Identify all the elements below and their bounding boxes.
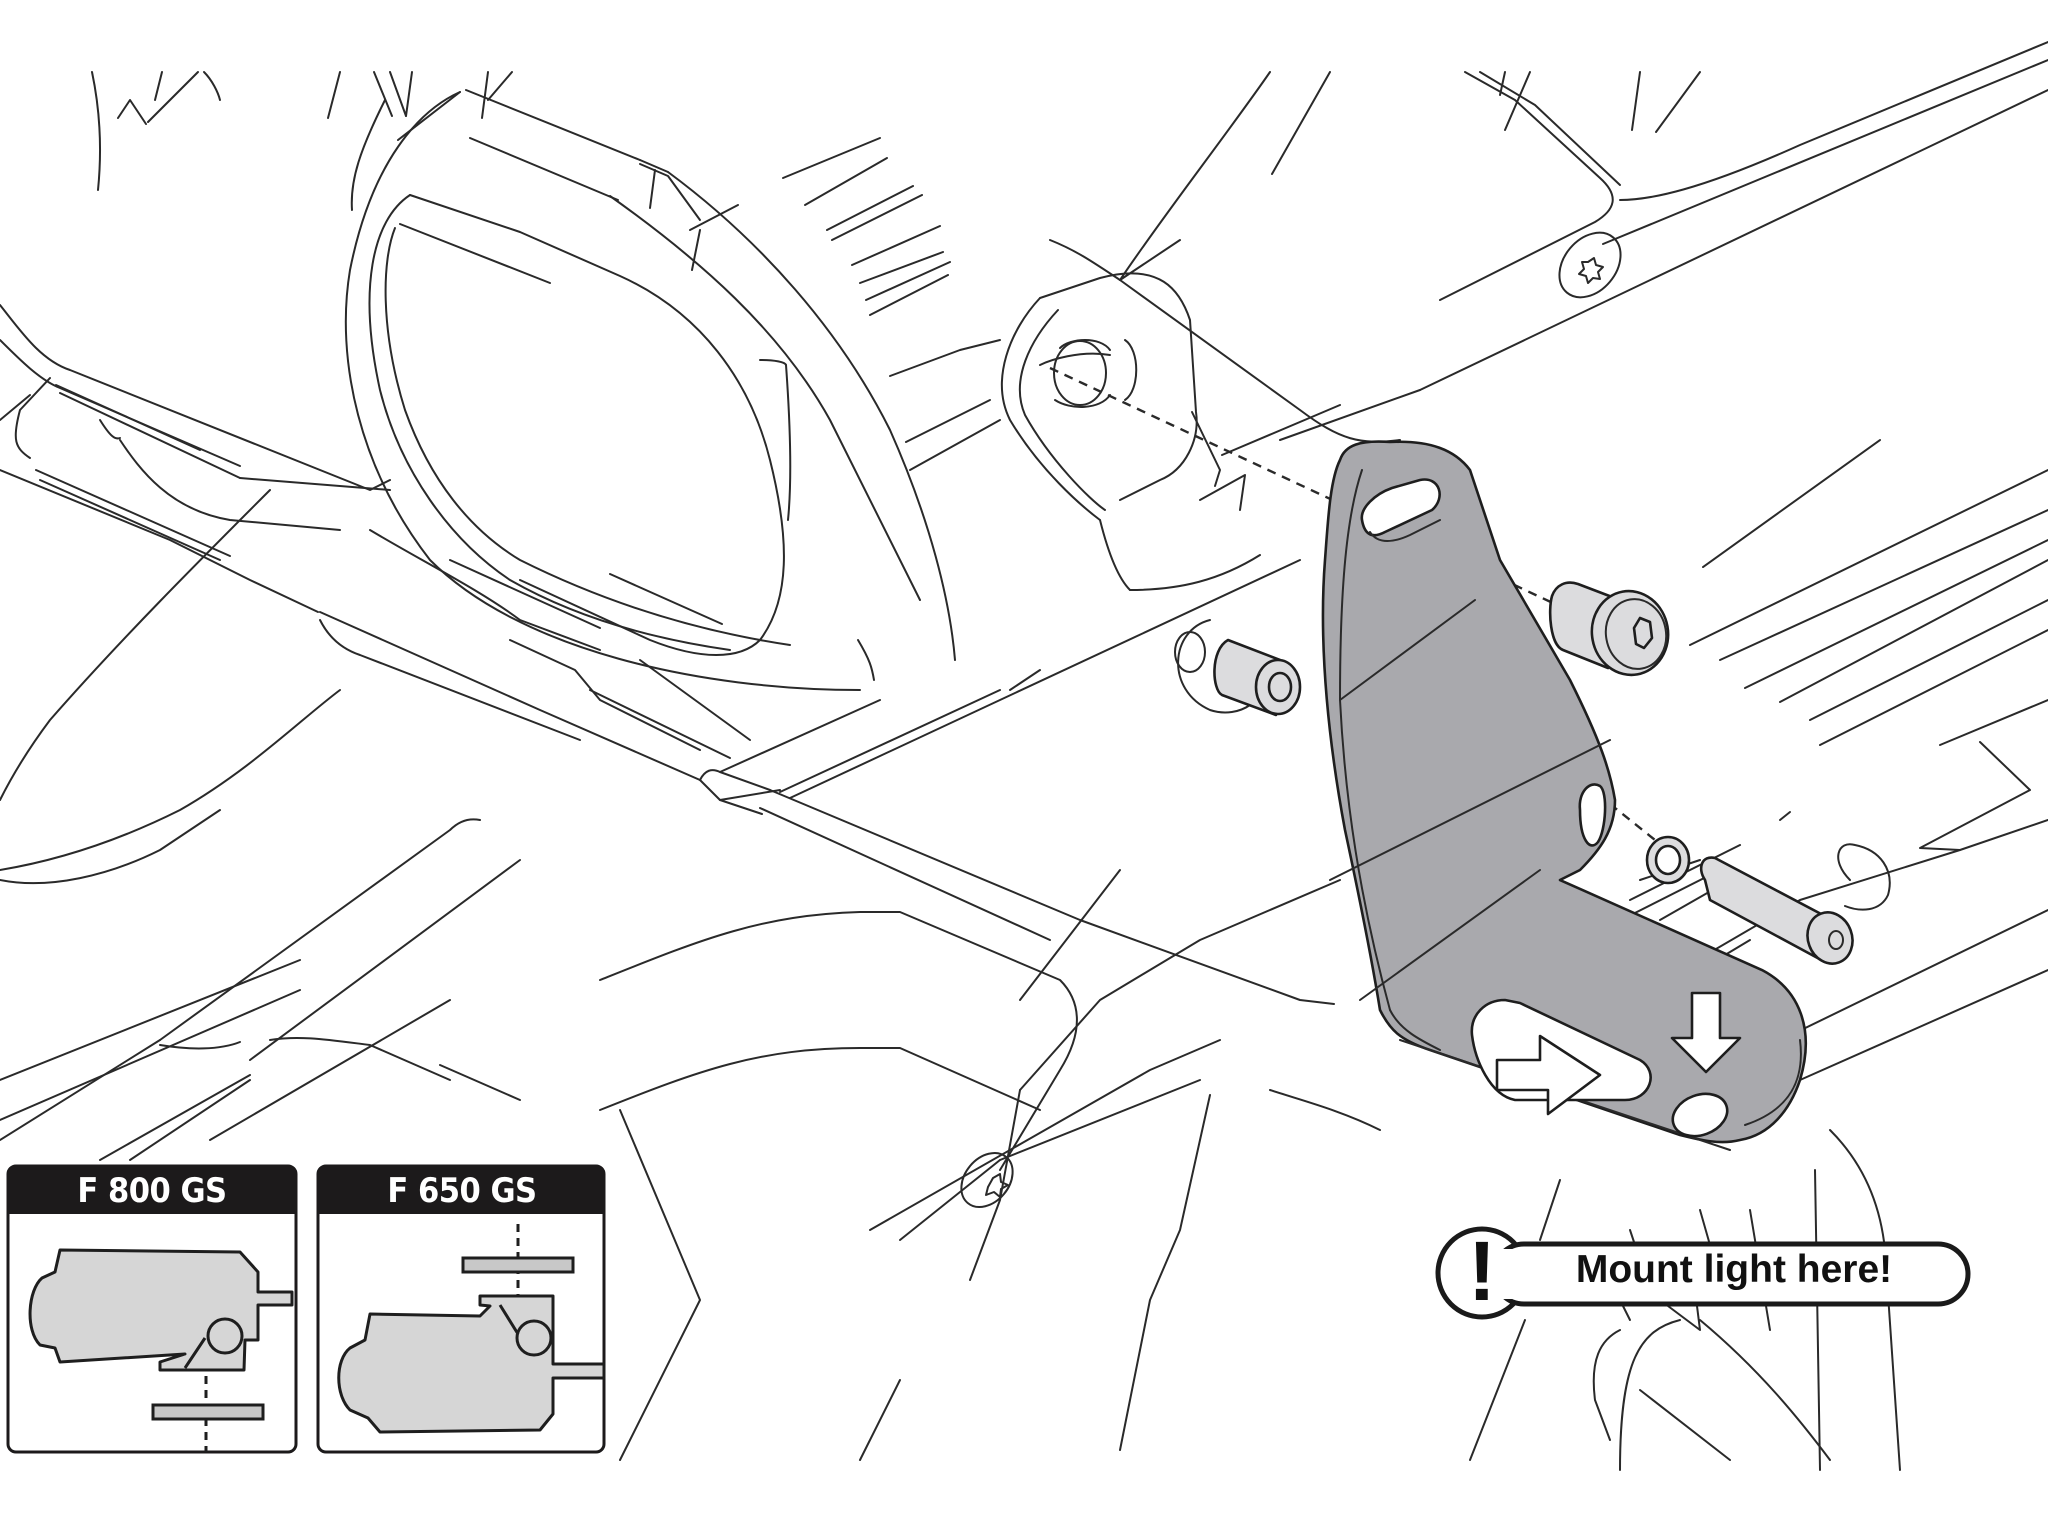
hole-arrow xyxy=(1670,991,1742,1074)
long-bolt xyxy=(1699,856,1854,965)
mount-light-callout: ! Mount light here! xyxy=(1435,1224,1971,1320)
exclamation-icon: ! xyxy=(1468,1224,1496,1318)
inset-title-f800gs: F 800 GS xyxy=(77,1171,226,1211)
inset-header xyxy=(8,1166,296,1214)
slot-arrow xyxy=(1495,1034,1602,1116)
inset-f800gs: F 800 GS xyxy=(6,1164,298,1454)
callout-text: Mount light here! xyxy=(1576,1248,1892,1291)
inset-title-f650gs: F 650 GS xyxy=(387,1171,536,1211)
motorcycle-line-art xyxy=(0,41,2048,1471)
spacer-sleeve xyxy=(1174,619,1302,717)
button-head-bolt xyxy=(1548,581,1670,677)
inset-header xyxy=(318,1166,604,1214)
inset-f650gs: F 650 GS xyxy=(316,1164,606,1454)
washer xyxy=(1645,835,1691,885)
